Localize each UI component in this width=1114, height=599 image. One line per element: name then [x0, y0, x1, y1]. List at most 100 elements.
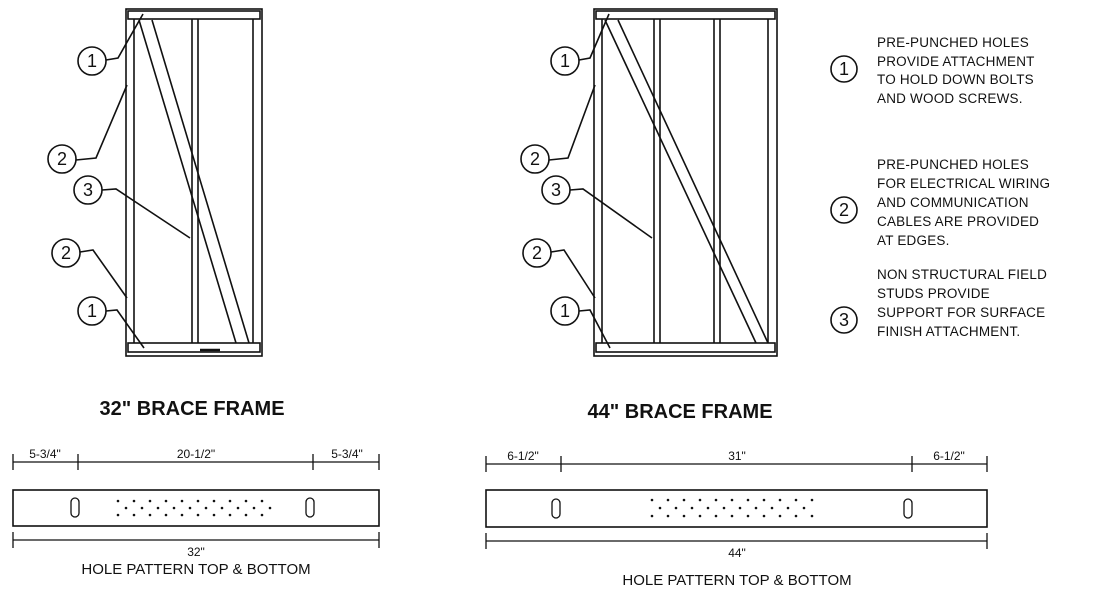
- dimension-overall-label: 44": [728, 546, 746, 560]
- screw-hole: [674, 506, 678, 510]
- screw-hole: [228, 499, 232, 503]
- dimension-middle-label: 20-1/2": [177, 447, 215, 461]
- screw-hole: [196, 499, 200, 503]
- screw-hole: [666, 498, 670, 502]
- screw-hole: [778, 514, 782, 518]
- legend-2-number: 2: [839, 200, 849, 220]
- dimension-overall-label: 32": [187, 545, 205, 559]
- frame-32-callouts: 1 2 3 2 1: [47, 13, 191, 349]
- callout-1-number: 1: [560, 301, 570, 321]
- callout-1-number: 1: [87, 51, 97, 71]
- screw-hole: [204, 506, 208, 510]
- callout-1-bubble: [77, 46, 107, 76]
- screw-hole: [698, 498, 702, 502]
- callout-2-number: 2: [57, 149, 67, 169]
- legend: 1 PRE-PUNCHED HOLES PROVIDE ATTACHMENT T…: [830, 35, 1050, 339]
- legend-1-line: PROVIDE ATTACHMENT: [877, 54, 1035, 69]
- hole-pattern-caption: HOLE PATTERN TOP & BOTTOM: [622, 572, 851, 589]
- hold-down-slot: [551, 498, 561, 519]
- frame-32-outline: [125, 8, 263, 357]
- hold-down-slot: [70, 497, 80, 518]
- screw-hole: [188, 506, 192, 510]
- screw-hole: [244, 513, 248, 517]
- screw-hole: [132, 499, 136, 503]
- frame-32-top-track: [127, 10, 261, 20]
- legend-2-line: PRE-PUNCHED HOLES: [877, 157, 1029, 172]
- callout-2-leader: [75, 84, 128, 161]
- screw-hole: [260, 513, 264, 517]
- legend-3-bubble: [830, 306, 858, 334]
- legend-3-number: 3: [839, 310, 849, 330]
- screw-hole: [658, 506, 662, 510]
- callout-1-leader: [105, 13, 144, 61]
- callout-2-bubble: [520, 144, 550, 174]
- screw-hole: [714, 514, 718, 518]
- legend-1-bubble: [830, 55, 858, 83]
- callout-3-number: 3: [551, 180, 561, 200]
- legend-3-line: SUPPORT FOR SURFACE: [877, 305, 1045, 320]
- callout-2-leader: [550, 249, 596, 299]
- screw-hole: [252, 506, 256, 510]
- screw-hole: [132, 513, 136, 517]
- callout-3-leader: [569, 188, 653, 239]
- screw-hole: [164, 499, 168, 503]
- callout-2-leader: [79, 249, 128, 299]
- frame-44-outline: [593, 8, 778, 357]
- callout-1-number: 1: [87, 301, 97, 321]
- hole-pattern-caption: HOLE PATTERN TOP & BOTTOM: [81, 561, 310, 578]
- screw-hole: [682, 498, 686, 502]
- screw-hole: [180, 513, 184, 517]
- legend-1-line: PRE-PUNCHED HOLES: [877, 35, 1029, 50]
- screw-hole: [148, 513, 152, 517]
- frame-32-title: 32" BRACE FRAME: [99, 398, 284, 420]
- callout-2-leader: [548, 84, 596, 161]
- legend-2-line: FOR ELECTRICAL WIRING: [877, 176, 1050, 191]
- callout-2-bubble: [522, 238, 552, 268]
- screw-hole: [196, 513, 200, 517]
- hole-pattern-32: 5-3/4" 20-1/2" 5-3/4" 32" HOLE PATTERN T…: [12, 447, 380, 578]
- screw-hole: [786, 506, 790, 510]
- screw-hole: [690, 506, 694, 510]
- screw-hole-pattern: [116, 499, 272, 517]
- screw-hole: [698, 514, 702, 518]
- screw-hole: [730, 498, 734, 502]
- screw-hole: [236, 506, 240, 510]
- screw-hole: [762, 498, 766, 502]
- screw-hole: [212, 499, 216, 503]
- callout-2-number: 2: [61, 243, 71, 263]
- legend-3-line: STUDS PROVIDE: [877, 286, 990, 301]
- screw-hole: [148, 499, 152, 503]
- screw-hole: [778, 498, 782, 502]
- legend-1-line: TO HOLD DOWN BOLTS: [877, 72, 1034, 87]
- callout-2-number: 2: [532, 243, 542, 263]
- callout-1-leader: [578, 309, 611, 349]
- frame-44-diagonal-brace: [617, 19, 769, 344]
- screw-hole: [268, 506, 272, 510]
- callout-1-leader: [578, 13, 610, 61]
- frame-44-callouts: 1 2 3 2 1: [520, 13, 653, 349]
- frame-32-elevation: [125, 8, 263, 357]
- screw-hole: [770, 506, 774, 510]
- screw-hole: [140, 506, 144, 510]
- dimension-right-label: 5-3/4": [331, 447, 363, 461]
- screw-hole: [172, 506, 176, 510]
- frame-32-diagonal-brace: [151, 19, 250, 344]
- screw-hole: [802, 506, 806, 510]
- screw-hole: [220, 506, 224, 510]
- screw-hole: [730, 514, 734, 518]
- screw-hole: [124, 506, 128, 510]
- track-plate: [485, 489, 988, 528]
- screw-hole: [746, 514, 750, 518]
- screw-hole: [180, 499, 184, 503]
- screw-hole: [722, 506, 726, 510]
- screw-hole: [794, 514, 798, 518]
- screw-hole-pattern: [650, 498, 814, 518]
- screw-hole: [810, 514, 814, 518]
- callout-3-number: 3: [83, 180, 93, 200]
- track-plate: [12, 489, 380, 527]
- frame-32-diagonal-brace: [138, 19, 237, 344]
- hole-pattern-44: 6-1/2" 31" 6-1/2" 44" HOLE PATTERN TOP &…: [485, 449, 988, 589]
- hold-down-slot: [305, 497, 315, 518]
